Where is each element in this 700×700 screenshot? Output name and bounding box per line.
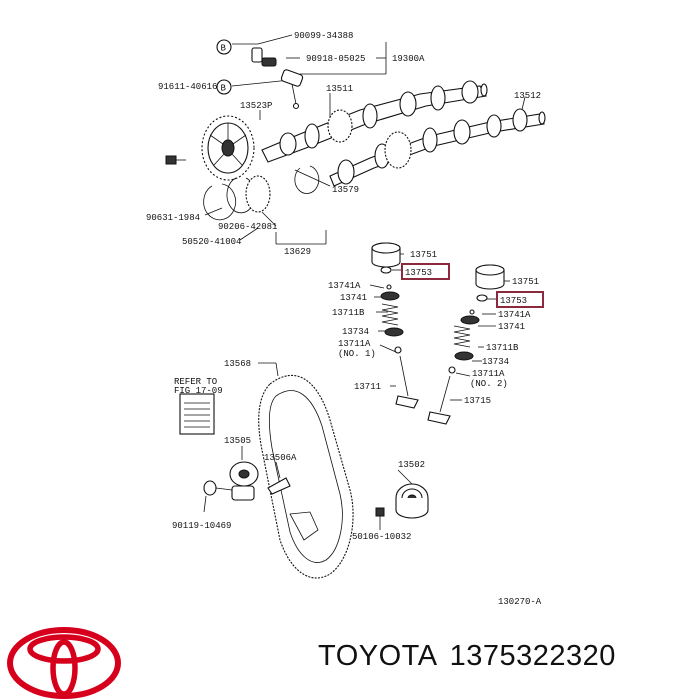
label-13711a-left: 13711A (338, 339, 371, 349)
camshaft-2-icon (329, 108, 546, 187)
label-13579: 13579 (332, 185, 359, 195)
idler-pulley-icon (375, 469, 429, 530)
footer-caption: TOYOTA 1375322320 (318, 640, 628, 673)
label-13741a-right: 13741A (498, 310, 531, 320)
label-13741-right: 13741 (498, 322, 525, 332)
label-13753-top: 13753 (405, 268, 432, 278)
toyota-logo-icon (7, 627, 121, 699)
label-13523p: 13523P (240, 101, 272, 111)
label-13568: 13568 (224, 359, 251, 369)
label-13512: 13512 (514, 91, 541, 101)
label-90631-1984: 90631-1984 (146, 213, 200, 223)
label-refer-line2: FIG 17-09 (174, 386, 223, 396)
label-13741-left: 13741 (340, 293, 367, 303)
label-13751-right: 13751 (512, 277, 539, 287)
camshaft-1-icon (261, 80, 488, 163)
label-no2: (NO. 2) (470, 379, 508, 389)
label-figure-code: 130270-A (498, 597, 542, 607)
label-13502: 13502 (398, 460, 425, 470)
label-13715: 13715 (464, 396, 491, 406)
label-13741a-left: 13741A (328, 281, 361, 291)
brand-name: TOYOTA (318, 640, 438, 672)
label-13505: 13505 (224, 436, 251, 446)
cam-sensor-icon (251, 47, 304, 110)
svg-text:B: B (221, 44, 227, 54)
part-number: 1375322320 (449, 640, 616, 672)
valve-assembly-left-icon (371, 242, 419, 409)
timing-belt-icon (258, 374, 354, 579)
highlight-13753-top (401, 263, 450, 280)
label-refer-line1: REFER TO (174, 377, 217, 387)
svg-text:B: B (221, 84, 227, 94)
label-13753-right: 13753 (500, 296, 527, 306)
label-13711b-right: 13711B (486, 343, 519, 353)
label-90099-34388: 90099-34388 (294, 31, 353, 41)
label-13734-left: 13734 (342, 327, 369, 337)
label-13711: 13711 (354, 382, 381, 392)
label-19300a: 19300A (392, 54, 425, 64)
label-90206-42081: 90206-42081 (218, 222, 277, 232)
label-13751-top: 13751 (410, 250, 437, 260)
callout-b-1: B (216, 39, 232, 55)
callout-b-2: B (216, 79, 232, 95)
part-labels: 90099-34388 90918-05025 19300A 91611-406… (146, 31, 542, 607)
label-50520-41004: 50520-41004 (182, 237, 241, 247)
valve-assembly-right-icon (427, 264, 505, 425)
snap-ring-icon (203, 165, 320, 221)
label-90119-10469: 90119-10469 (172, 521, 231, 531)
label-13629: 13629 (284, 247, 311, 257)
label-90918-05025: 90918-05025 (306, 54, 365, 64)
cam-pulley-icon (201, 115, 255, 181)
label-no1: (NO. 1) (338, 349, 376, 359)
reference-table (179, 393, 215, 435)
label-13711b-left: 13711B (332, 308, 365, 318)
label-13511: 13511 (326, 84, 353, 94)
label-50106-10032: 50106-10032 (352, 532, 411, 542)
label-13711a-right: 13711A (472, 369, 505, 379)
parts-diagram: B B (146, 31, 546, 607)
label-91611-40616: 91611-40616 (158, 82, 217, 92)
tensioner-icon (203, 446, 291, 513)
label-13734-right: 13734 (482, 357, 509, 367)
highlight-13753-right (496, 291, 544, 308)
label-13506a: 13506A (264, 453, 297, 463)
bolt-icon (165, 155, 186, 165)
